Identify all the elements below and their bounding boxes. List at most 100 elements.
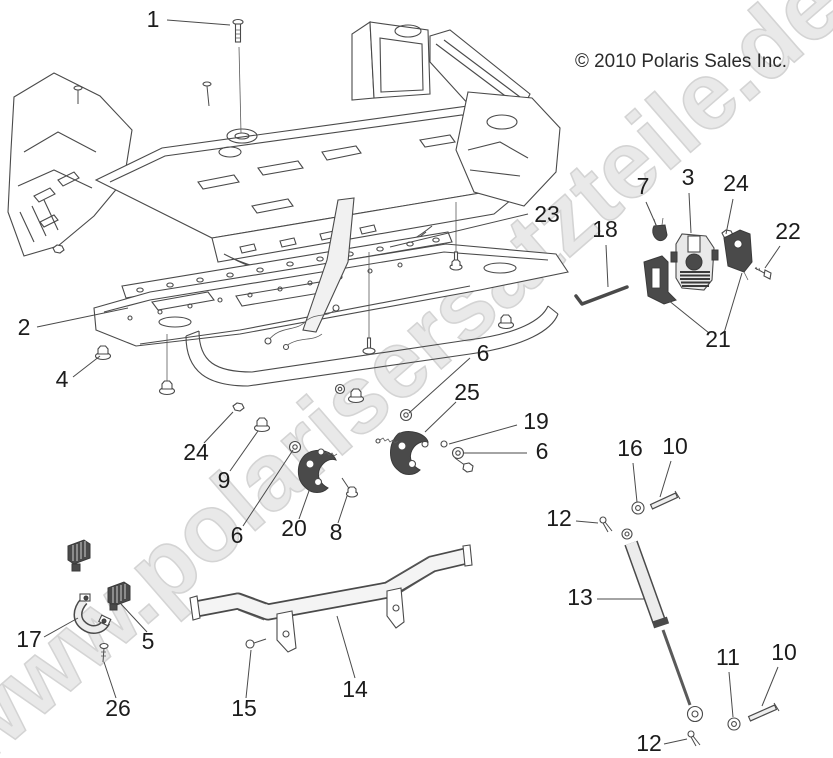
flange-nut-9 xyxy=(253,417,271,433)
callout-21: 21 xyxy=(705,326,731,352)
hex-wrench-18 xyxy=(574,285,629,306)
leader-6-mid xyxy=(408,357,471,414)
leader-18 xyxy=(605,244,609,288)
callout-10-top: 10 xyxy=(662,433,688,459)
leader-17 xyxy=(43,617,79,638)
callout-12-bottom: 12 xyxy=(636,730,662,756)
callout-5: 5 xyxy=(142,628,155,654)
cotter-pin-12-top xyxy=(599,516,613,533)
part-1-bolt xyxy=(232,18,244,134)
callout-1: 1 xyxy=(147,6,160,32)
callout-24-right: 24 xyxy=(723,170,749,196)
callout-3: 3 xyxy=(682,164,695,190)
leader-25 xyxy=(424,401,457,433)
flange-nut xyxy=(347,388,365,404)
leader-24-left xyxy=(203,411,234,444)
wiring-harness xyxy=(267,309,335,342)
bolt-15 xyxy=(245,638,267,649)
body-bolt-mid xyxy=(202,81,212,87)
leader-22 xyxy=(764,245,781,269)
clamp-upper xyxy=(67,539,91,572)
leader-26 xyxy=(103,661,117,699)
leader-10-top xyxy=(659,460,672,498)
callout-22: 22 xyxy=(775,218,801,244)
fasteners xyxy=(94,251,741,731)
end-cap-left xyxy=(189,595,201,621)
leader-23 xyxy=(389,213,529,248)
bolt-26 xyxy=(99,642,109,663)
callout-24-left: 24 xyxy=(183,439,209,465)
leader-9 xyxy=(229,430,259,472)
strut-collar xyxy=(651,616,670,629)
callout-labels: 1 23 2 4 24 9 6 20 8 6 25 19 6 16 10 12 … xyxy=(16,6,801,756)
leader-21 xyxy=(667,272,743,334)
clevis-pin-10-bottom xyxy=(747,702,780,722)
body-nut xyxy=(52,244,65,254)
nut-24-left xyxy=(232,402,245,412)
leader-24-right xyxy=(725,198,734,235)
washer-16 xyxy=(631,501,645,515)
washer-6-right xyxy=(451,446,465,460)
washer-6-mid xyxy=(399,408,413,422)
callout-15: 15 xyxy=(231,695,257,721)
callout-4: 4 xyxy=(56,366,69,392)
flange-nut xyxy=(158,380,176,396)
support-tube xyxy=(185,313,559,387)
leader-lines xyxy=(36,19,781,745)
frame-lever xyxy=(302,197,355,333)
leader-11 xyxy=(728,671,734,718)
cam-latch-right-25 xyxy=(375,431,474,475)
copyright-text: © 2010 Polaris Sales Inc. xyxy=(575,51,787,72)
callout-8: 8 xyxy=(330,519,343,545)
callout-20: 20 xyxy=(281,515,307,541)
leader-1 xyxy=(166,19,231,26)
callout-19: 19 xyxy=(523,408,549,434)
nut-8 xyxy=(345,486,359,498)
leader-3 xyxy=(688,192,692,234)
leader-4 xyxy=(72,355,101,378)
leader-12-bottom xyxy=(663,738,688,745)
callout-6-mid: 6 xyxy=(477,340,490,366)
crossbar-14 xyxy=(189,544,473,653)
callout-13: 13 xyxy=(567,584,593,610)
washer xyxy=(334,383,346,395)
bolt-22 xyxy=(754,266,772,280)
flange-nut xyxy=(497,314,515,330)
callout-25: 25 xyxy=(454,379,480,405)
bolt-19 xyxy=(440,440,448,448)
bolt-under-frame xyxy=(362,337,376,355)
leader-14 xyxy=(336,615,356,679)
callout-12-top: 12 xyxy=(546,505,572,531)
callout-11: 11 xyxy=(716,644,740,670)
bracket xyxy=(386,587,405,629)
leader-15 xyxy=(245,649,252,699)
gas-strut-13 xyxy=(621,528,704,723)
frame-rack xyxy=(93,197,569,387)
leader-16 xyxy=(632,462,638,503)
washer-6-left xyxy=(288,440,302,454)
bracket-21-right xyxy=(723,229,753,273)
callout-6-left: 6 xyxy=(231,522,244,548)
callout-26: 26 xyxy=(105,695,131,721)
latch-group xyxy=(643,217,772,305)
body-bolt-left xyxy=(73,85,83,91)
clevis-pin-10-top xyxy=(649,490,681,510)
callout-6-right: 6 xyxy=(536,438,549,464)
spring xyxy=(323,451,338,457)
callout-7: 7 xyxy=(637,173,650,199)
leader-19 xyxy=(448,424,518,445)
clip-7 xyxy=(652,224,668,242)
leader-7 xyxy=(645,201,658,228)
leader-2 xyxy=(36,307,129,328)
washer-11 xyxy=(727,717,741,731)
cotter-pin-12-bottom xyxy=(687,730,701,747)
strut-rod xyxy=(661,629,692,706)
leader-5 xyxy=(120,603,148,633)
callout-2: 2 xyxy=(18,314,31,340)
callout-17: 17 xyxy=(16,626,42,652)
callout-16: 16 xyxy=(617,435,643,461)
clamp-5 xyxy=(107,581,131,611)
flange-nut-4 xyxy=(94,345,112,361)
spring xyxy=(379,437,399,444)
